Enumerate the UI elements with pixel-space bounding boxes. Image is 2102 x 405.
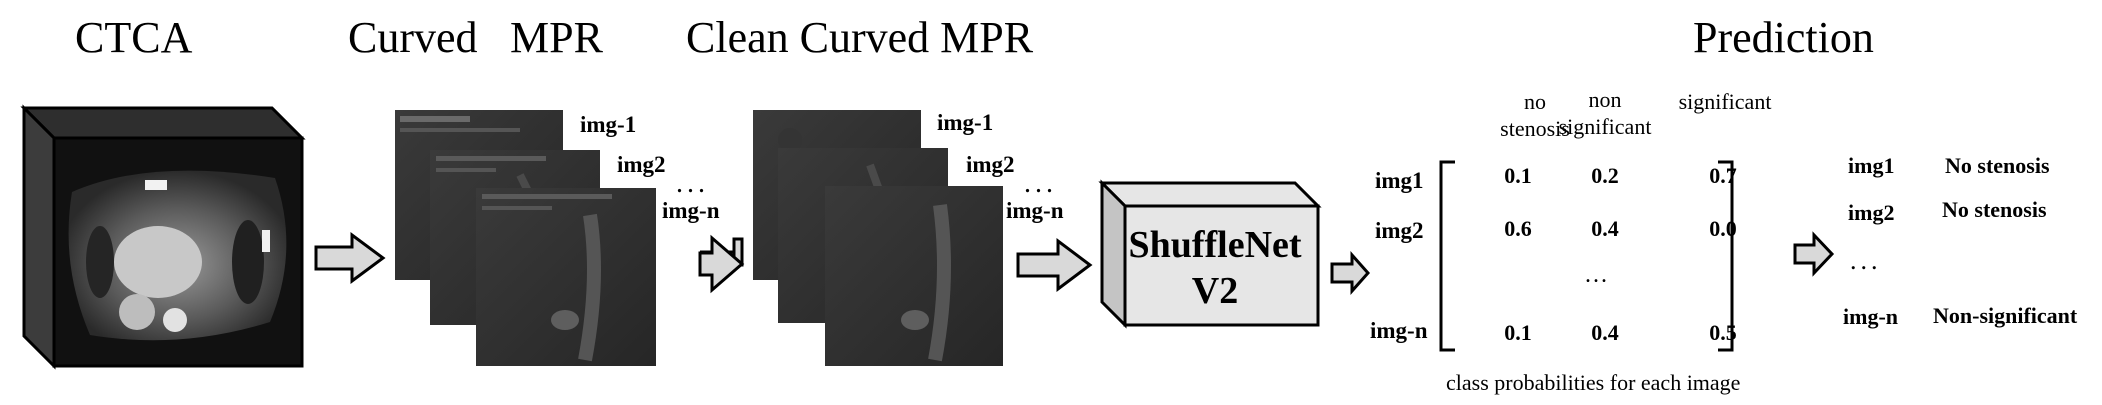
ctca-anatomy [68, 170, 287, 341]
matrix-cell: 0.1 [1504, 163, 1532, 188]
mpr-image-n [476, 188, 656, 366]
arrow-mpr-to-clean-body [698, 234, 745, 294]
prediction-row-class: Non-significant [1933, 303, 2078, 328]
matrix-cell: 0.1 [1504, 320, 1532, 345]
ctca-cube-left [22, 104, 56, 370]
prediction-ellipsis: ... [1850, 246, 1882, 275]
stage-title-clean-curved-mpr: Clean Curved MPR [686, 13, 1034, 62]
arrow-ctca-to-mpr [314, 232, 386, 284]
prediction-row-class: No stenosis [1942, 197, 2047, 222]
ctca-cube-top [20, 106, 306, 140]
model-name: ShuffleNet V2 [1110, 222, 1320, 314]
matrix-bracket-right [1718, 160, 1734, 352]
stage-title-curved: Curved [348, 13, 478, 62]
matrix-brackets [1439, 160, 1734, 352]
mpr-ellipsis: ... [676, 168, 709, 199]
model-box [1098, 179, 1322, 329]
clean-label-img1: img-1 [937, 110, 994, 135]
arrow-clean-to-model [1016, 238, 1093, 292]
mpr-stack [395, 110, 656, 366]
matrix-header-no-stenosis: no stenosis [1480, 88, 1590, 142]
matrix-row-label: img1 [1375, 168, 1424, 193]
matrix-cell: 0.7 [1709, 163, 1737, 188]
model-box-top [1098, 181, 1322, 208]
header-line1: no [1524, 89, 1546, 114]
header-line2: stenosis [1500, 116, 1570, 141]
matrix-middle-ellipsis: ... [1585, 262, 1609, 288]
matrix-cell: 0.6 [1504, 216, 1532, 241]
ctca-volume [20, 104, 306, 370]
matrix-cell: 0.4 [1591, 216, 1619, 241]
matrix-header-significant: significant [1665, 88, 1785, 115]
prediction-row-label: img1 [1848, 153, 1895, 178]
clean-mpr-stack [753, 110, 1003, 366]
prediction-row-label: img2 [1848, 200, 1895, 225]
matrix-caption: class probabilities for each image [1446, 370, 1741, 395]
model-box-front [1123, 204, 1320, 327]
stage-title-prediction: Prediction [1693, 13, 1874, 62]
matrix-bracket-left [1439, 160, 1455, 352]
clean-ellipsis: ... [1024, 168, 1057, 199]
model-name-line2: V2 [1191, 270, 1239, 312]
arrow-matrix-to-prediction [1793, 231, 1835, 277]
header-line2: significant [1678, 89, 1772, 114]
clean-label-imgn: img-n [1006, 198, 1064, 223]
header-line2: significant [1558, 114, 1652, 139]
mpr-label-imgn: img-n [662, 198, 720, 223]
stage-title-ctca: CTCA [75, 13, 193, 62]
matrix-cell: 0.5 [1709, 320, 1737, 345]
matrix-cell: 0.2 [1591, 163, 1619, 188]
prediction-row-class: No stenosis [1945, 153, 2050, 178]
matrix-cell: 0.0 [1709, 216, 1737, 241]
header-line1: non [1588, 87, 1622, 112]
mpr-label-img1: img-1 [580, 112, 637, 137]
arrows [314, 231, 1835, 295]
matrix-cell: 0.4 [1591, 320, 1619, 345]
stage-title-mpr: MPR [510, 13, 603, 62]
prediction-row-label: img-n [1843, 304, 1898, 329]
matrix-header-non-significant: non significant [1545, 86, 1665, 140]
matrix-row-label: img-n [1370, 318, 1428, 343]
clean-image-n [825, 186, 1003, 366]
matrix-row-label: img2 [1375, 218, 1424, 243]
arrow-model-to-matrix [1330, 251, 1371, 295]
mpr-label-img2: img2 [617, 152, 666, 177]
clean-label-img2: img2 [966, 152, 1015, 177]
model-name-line1: ShuffleNet [1128, 224, 1302, 266]
